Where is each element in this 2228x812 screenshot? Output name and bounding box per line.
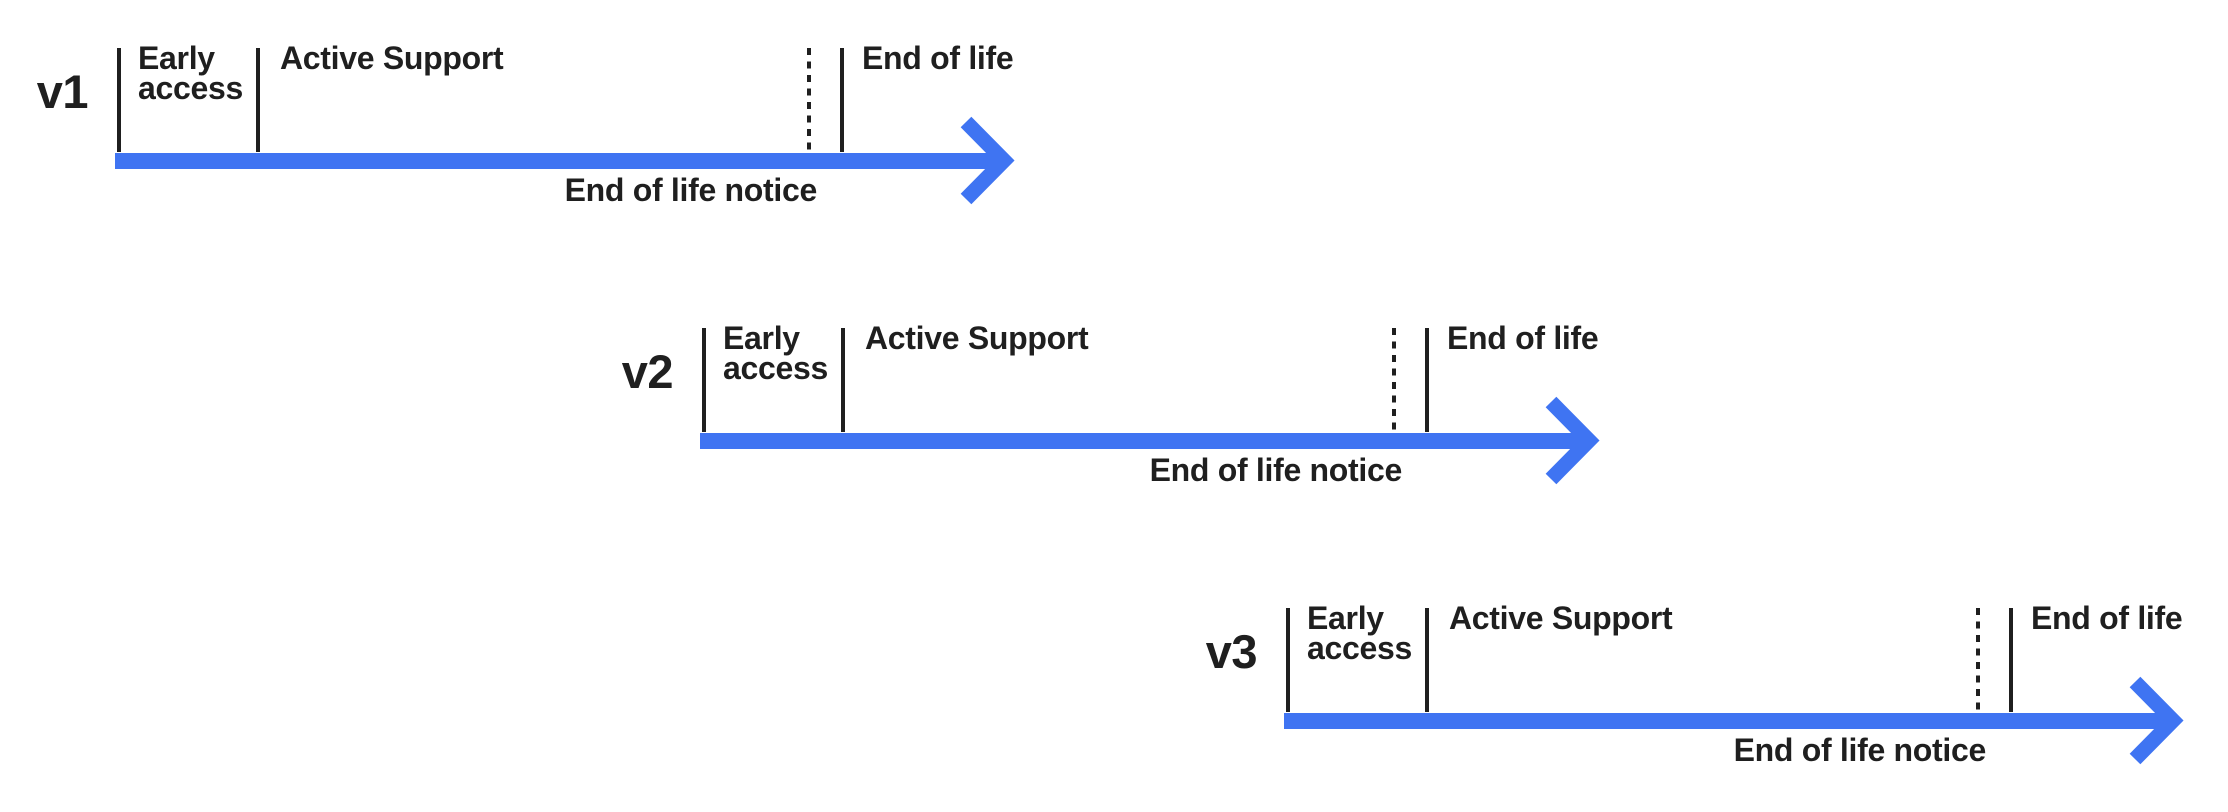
- tick-early-access-end: [841, 328, 845, 432]
- tick-early-access-end: [256, 48, 260, 152]
- active-support-label: Active Support: [280, 40, 504, 76]
- tick-start: [117, 48, 121, 152]
- timeline-v1: v1 Early access Active Support End of li…: [0, 0, 1230, 250]
- timeline-arrow-icon: [115, 116, 1015, 205]
- timeline-v3: v3 Early access Active Support End of li…: [1169, 560, 2228, 810]
- timeline-arrow-icon: [1284, 676, 2184, 765]
- tick-end-of-life: [840, 48, 844, 152]
- version-label: v2: [621, 345, 674, 398]
- tick-early-access-end: [1425, 608, 1429, 712]
- tick-eol-notice-start: [1976, 608, 1980, 712]
- active-support-label: Active Support: [1449, 600, 1673, 636]
- eol-notice-label: End of life notice: [1149, 452, 1403, 488]
- version-label: v3: [1205, 625, 1258, 678]
- tick-eol-notice-start: [807, 48, 811, 152]
- tick-start: [702, 328, 706, 432]
- early-access-label: Early access: [723, 320, 828, 386]
- end-of-life-label: End of life: [862, 40, 1014, 76]
- timeline-v2: v2 Early access Active Support End of li…: [585, 280, 1815, 530]
- active-support-label: Active Support: [865, 320, 1089, 356]
- eol-notice-label: End of life notice: [1733, 732, 1987, 768]
- tick-eol-notice-start: [1392, 328, 1396, 432]
- version-label: v1: [36, 65, 89, 118]
- timeline-arrow-icon: [700, 396, 1600, 485]
- end-of-life-label: End of life: [1447, 320, 1599, 356]
- tick-end-of-life: [1425, 328, 1429, 432]
- end-of-life-label: End of life: [2031, 600, 2183, 636]
- early-access-label: Early access: [138, 40, 243, 106]
- tick-end-of-life: [2009, 608, 2013, 712]
- early-access-label: Early access: [1307, 600, 1412, 666]
- eol-notice-label: End of life notice: [564, 172, 818, 208]
- tick-start: [1286, 608, 1290, 712]
